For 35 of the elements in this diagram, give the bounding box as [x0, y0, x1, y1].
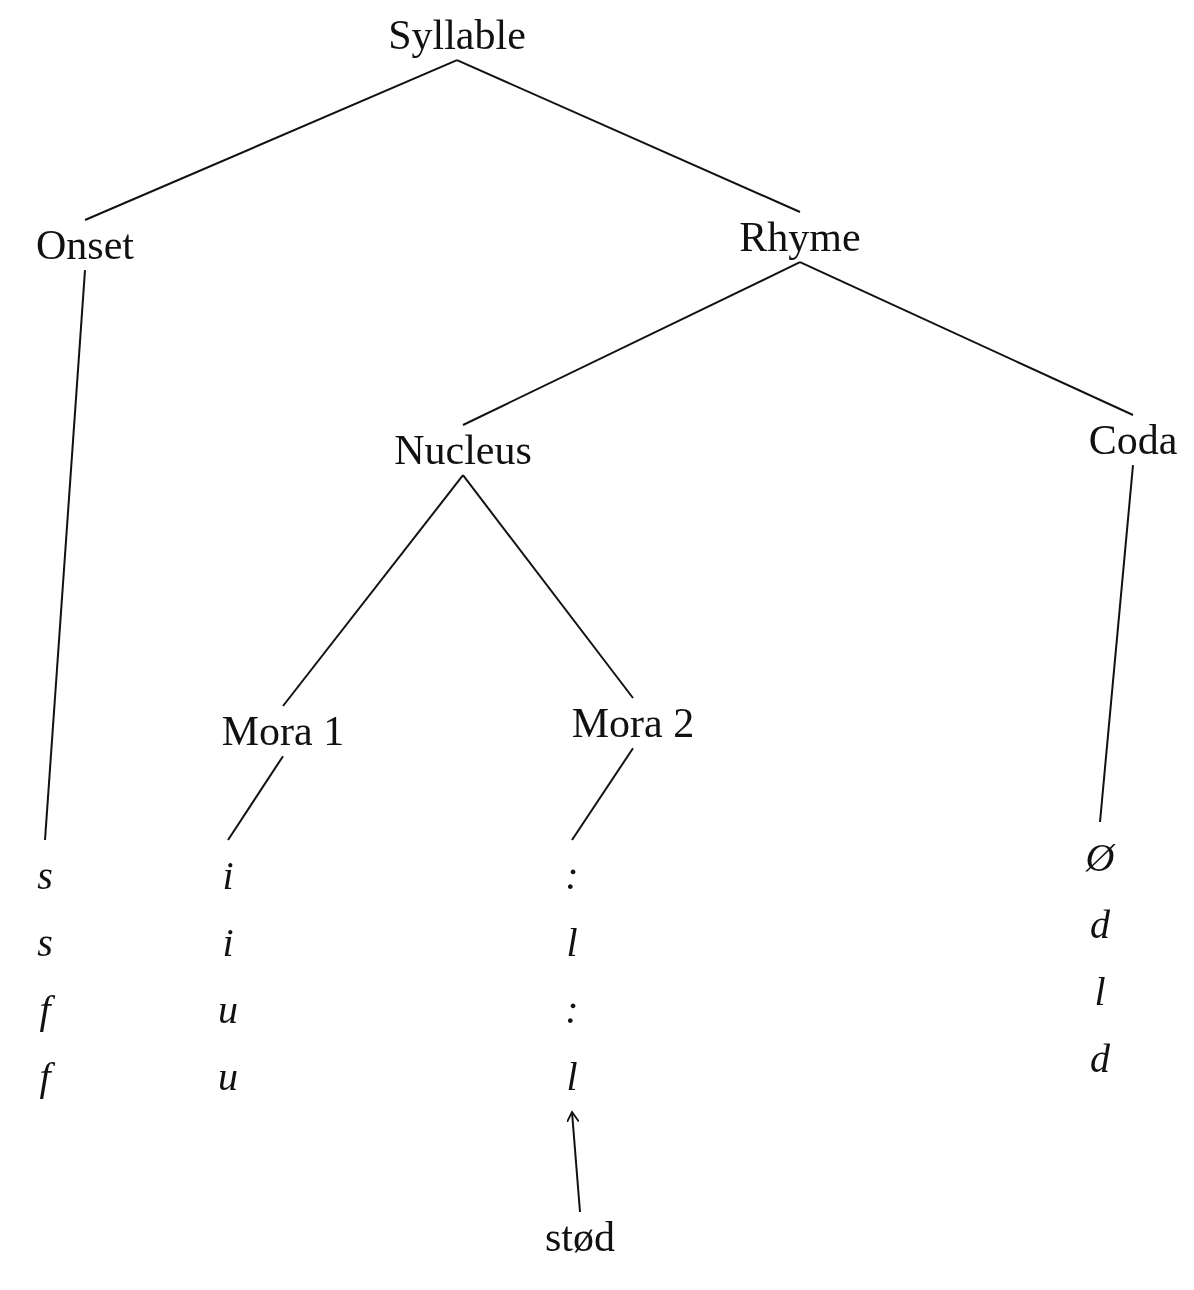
tree-node-label: stød	[541, 1212, 619, 1263]
tree-branch-line	[282, 474, 464, 707]
tree-node-label: Mora 2	[567, 698, 699, 749]
tree-branch-line	[227, 755, 284, 841]
tree-node-label: Nucleus	[390, 425, 536, 476]
segment-symbol: l	[565, 919, 579, 967]
segment-symbol: i	[221, 852, 235, 900]
tree-branch-line	[44, 269, 86, 841]
segment-symbol: u	[218, 1053, 238, 1101]
tree-branch-line	[462, 474, 634, 699]
segment-symbol: d	[1089, 901, 1111, 949]
segment-symbol: s	[37, 919, 53, 967]
segment-symbol: u	[218, 986, 238, 1034]
segment-symbol: Ø	[1085, 834, 1115, 882]
tree-branch-line	[462, 261, 801, 426]
tree-node-label: Syllable	[384, 10, 530, 61]
tree-branch-line	[571, 747, 634, 841]
segment-symbol: :	[565, 986, 579, 1034]
arrow	[565, 1111, 581, 1213]
segment-symbol: s	[37, 852, 53, 900]
tree-branch-line	[456, 59, 801, 213]
tree-branch-line	[799, 261, 1134, 416]
segment-symbol: f	[37, 976, 53, 1043]
tree-node-label: Mora 1	[217, 706, 349, 757]
tree-node-label: Rhyme	[735, 212, 865, 263]
tree-branch-line	[1099, 464, 1134, 823]
tree-branch-line	[84, 59, 458, 221]
segment-symbol: f	[37, 1043, 53, 1110]
segment-symbol: i	[221, 919, 235, 967]
segment-symbol: l	[565, 1053, 579, 1101]
segment-symbol: l	[1093, 968, 1107, 1016]
tree-node-label: Coda	[1084, 415, 1182, 466]
tree-node-label: Onset	[32, 220, 138, 271]
segment-symbol: :	[565, 852, 579, 900]
segment-symbol: d	[1089, 1035, 1111, 1083]
